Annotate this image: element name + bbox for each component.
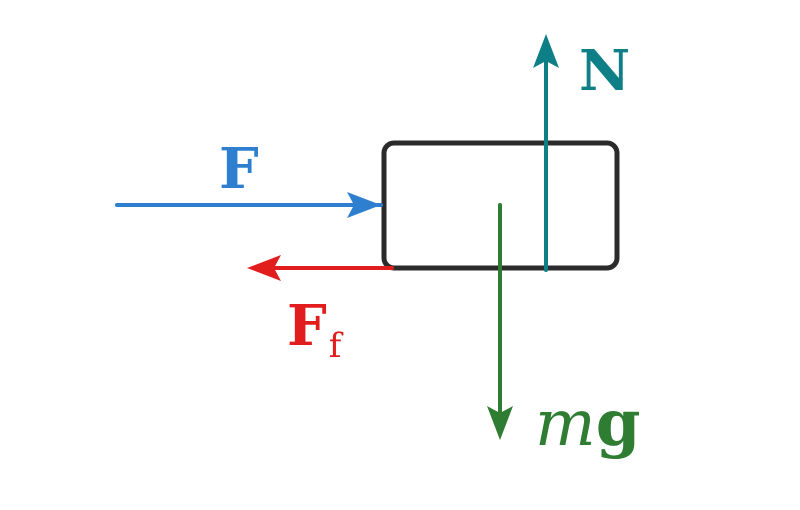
friction-force-label-main: F xyxy=(287,293,327,359)
applied-force-label: F xyxy=(219,136,259,202)
weight-label-g: g xyxy=(596,386,641,461)
normal-force-label: N xyxy=(579,38,630,104)
friction-force-label-subscript: f xyxy=(329,326,344,366)
weight-label-m: m xyxy=(535,387,596,461)
friction-force-arrowhead xyxy=(247,255,281,281)
friction-force-label: Ff xyxy=(287,293,344,366)
weight-label: mg xyxy=(535,386,640,461)
weight-arrowhead xyxy=(487,406,513,440)
normal-force-arrowhead xyxy=(533,34,559,68)
applied-force-arrowhead xyxy=(347,192,381,218)
